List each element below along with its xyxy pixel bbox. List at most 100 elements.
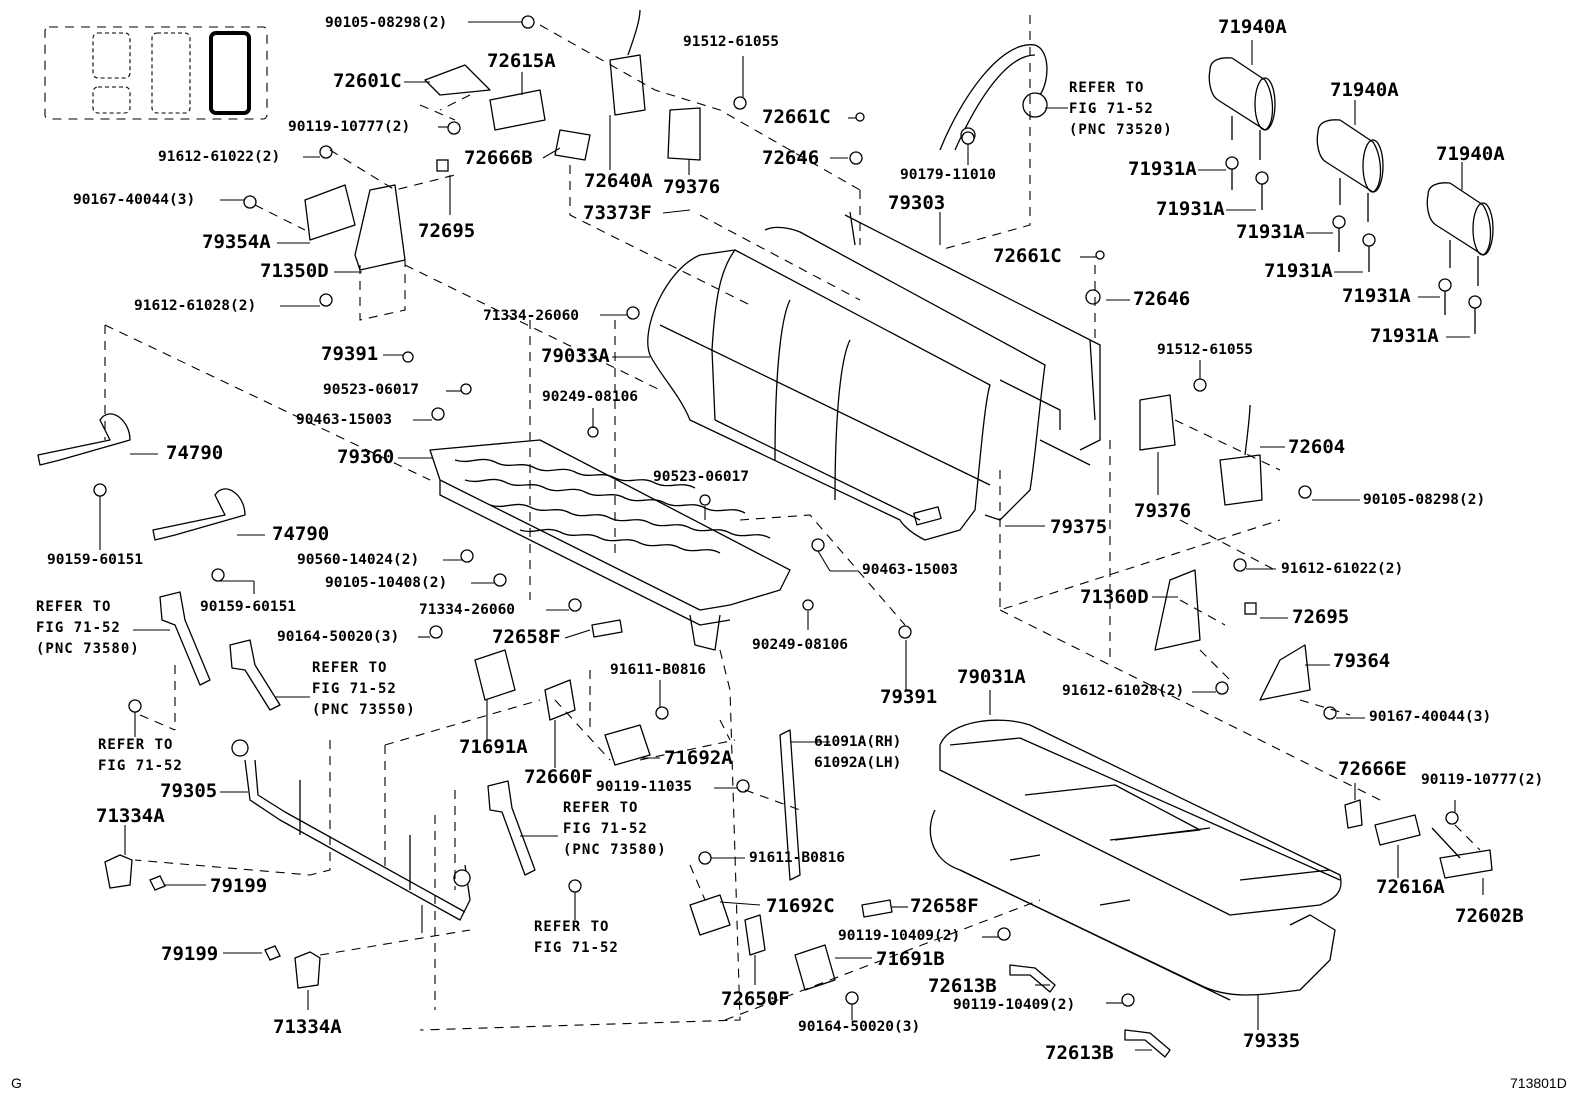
- reference-fig-71-52-left: REFER TO FIG 71-52: [98, 737, 183, 774]
- label-79354a: 79354A: [202, 231, 271, 253]
- seat-back-cushion: [647, 249, 991, 541]
- label-90119-10777: 90119-10777(2): [288, 119, 411, 135]
- cover-71691b: [794, 944, 836, 991]
- hinge-72660f: [544, 679, 576, 721]
- figure-code: 713801D: [1510, 1075, 1567, 1091]
- seat-belt-retractor: [939, 44, 1048, 151]
- label-72666b: 72666B: [464, 147, 533, 169]
- label-90167-40044: 90167-40044(3): [73, 192, 196, 208]
- label-72658f-bottom: 72658F: [910, 895, 979, 917]
- label-90463-15003: 90463-15003: [296, 412, 393, 428]
- cover-71334a-top: [104, 854, 133, 889]
- label-72615a: 72615A: [487, 50, 556, 72]
- reference-pnc-73550: REFER TO FIG 71-52 (PNC 73550): [312, 660, 416, 718]
- label-71940a-3: 71940A: [1436, 143, 1505, 165]
- link-61091a: [779, 729, 801, 881]
- cap-72658f-top: [591, 619, 623, 638]
- label-72601c: 72601C: [333, 70, 402, 92]
- label-79305: 79305: [160, 780, 218, 802]
- label-90523-06017-mid: 90523-06017: [653, 469, 750, 485]
- label-90523-06017: 90523-06017: [323, 382, 420, 398]
- label-90560-14024: 90560-14024(2): [297, 552, 420, 568]
- label-74790-2: 74790: [272, 523, 330, 545]
- cover-71692c: [689, 894, 731, 936]
- label-90249-08106: 90249-08106: [542, 389, 639, 405]
- lever-72602b: [1439, 849, 1493, 879]
- label-90105-08298-right: 90105-08298(2): [1363, 492, 1486, 508]
- label-61092a-lh: 61092A(LH): [814, 755, 902, 771]
- label-72658f: 72658F: [492, 626, 561, 648]
- label-71931a-1: 71931A: [1128, 158, 1197, 180]
- leader-lines: [99, 21, 1484, 1051]
- bracket-71350d: [354, 184, 406, 271]
- clip-79199-top: [149, 875, 166, 891]
- seat-location-inset: [44, 26, 268, 120]
- lock-72640a: [609, 54, 646, 116]
- label-91612-61028: 91612-61028(2): [134, 298, 257, 314]
- clip-79199-bottom: [264, 945, 281, 961]
- label-71334-26060-bottom: 71334-26060: [419, 602, 516, 618]
- label-79033a: 79033A: [541, 345, 610, 367]
- label-91611-b0816-bottom: 91611-B0816: [749, 850, 846, 866]
- anchor-bar-79305: [104, 759, 471, 989]
- label-79391-bottom: 79391: [880, 686, 938, 708]
- hinge-72650f: [744, 914, 766, 956]
- plate-79364: [1259, 644, 1311, 701]
- handle-72613b-2: [1124, 1029, 1171, 1058]
- label-72604: 72604: [1288, 436, 1346, 458]
- label-91612-61022-right: 91612-61022(2): [1281, 561, 1404, 577]
- bracket-79376-right: [1139, 394, 1176, 451]
- label-79199-bottom: 79199: [161, 943, 219, 965]
- label-91512-61055-right: 91512-61055: [1157, 342, 1254, 358]
- corner-mark: G: [11, 1075, 22, 1091]
- cover-71691a: [474, 649, 516, 701]
- label-91612-61022: 91612-61022(2): [158, 149, 281, 165]
- label-91612-61028-right: 91612-61028(2): [1062, 683, 1185, 699]
- label-72616a: 72616A: [1376, 876, 1445, 898]
- cover-72666e: [1344, 799, 1363, 829]
- headrest-guides: [1225, 156, 1482, 334]
- seat-belt-buckles: [159, 591, 536, 876]
- label-79376: 79376: [663, 176, 721, 198]
- handle-72613b-1: [1009, 964, 1056, 993]
- guard-72615a: [489, 89, 546, 131]
- label-71350d: 71350D: [260, 260, 329, 282]
- label-90164-50020-bottom: 90164-50020(3): [798, 1019, 921, 1035]
- headrest-2: [1316, 119, 1384, 222]
- label-71931a-3: 71931A: [1236, 221, 1305, 243]
- label-71692c: 71692C: [766, 895, 835, 917]
- lock-rod-right: [1244, 404, 1251, 456]
- label-72613b-1: 72613B: [928, 975, 997, 997]
- bracket-79376-top: [667, 107, 701, 161]
- label-90119-10409-2: 90119-10409(2): [953, 997, 1076, 1013]
- label-90167-40044-right: 90167-40044(3): [1369, 709, 1492, 725]
- label-71334a-bottom: 71334A: [273, 1016, 342, 1038]
- label-90159-60151-2: 90159-60151: [200, 599, 297, 615]
- label-72666e: 72666E: [1338, 758, 1407, 780]
- label-72646: 72646: [762, 147, 820, 169]
- label-79335: 79335: [1243, 1030, 1301, 1052]
- label-79303: 79303: [888, 192, 946, 214]
- label-72646-right: 72646: [1133, 288, 1191, 310]
- headrest-3: [1426, 182, 1494, 286]
- label-79391: 79391: [321, 343, 379, 365]
- headrest-1: [1208, 57, 1276, 160]
- plate-79354a: [304, 184, 356, 241]
- label-90179-11010: 90179-11010: [900, 167, 997, 183]
- bracket-71360d: [1154, 569, 1201, 651]
- label-74790-1: 74790: [166, 442, 224, 464]
- label-90164-50020: 90164-50020(3): [277, 629, 400, 645]
- seat-cushion-frame: [429, 439, 791, 651]
- label-71360d: 71360D: [1080, 586, 1149, 608]
- label-90105-08298: 90105-08298(2): [325, 15, 448, 31]
- label-72695-right: 72695: [1292, 606, 1350, 628]
- label-91611-b0816: 91611-B0816: [610, 662, 707, 678]
- reference-pnc-73580-mid: REFER TO FIG 71-52 (PNC 73580): [563, 800, 667, 858]
- reference-fig-71-52-mid: REFER TO FIG 71-52: [534, 919, 619, 956]
- label-79376-right: 79376: [1134, 500, 1192, 522]
- seat-cushion: [939, 719, 1342, 916]
- label-72613b-2: 72613B: [1045, 1042, 1114, 1064]
- label-79360: 79360: [337, 446, 395, 468]
- label-71334a-top: 71334A: [96, 805, 165, 827]
